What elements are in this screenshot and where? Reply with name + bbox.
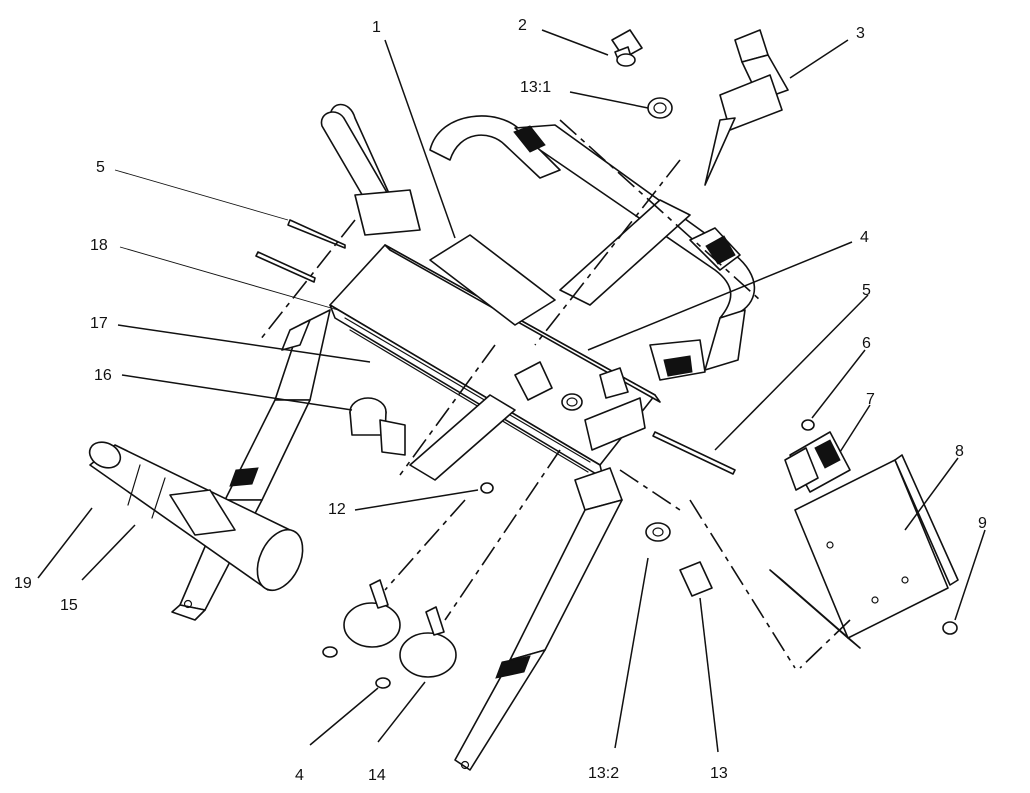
callout-15: 15 <box>60 597 78 614</box>
callout-19: 19 <box>14 575 32 592</box>
callout-2: 2 <box>518 17 527 34</box>
callout-5-left: 5 <box>96 159 105 176</box>
callout-4-lower: 4 <box>295 767 304 784</box>
small-nut <box>480 482 494 494</box>
callout-13-1: 13:1 <box>520 79 551 96</box>
callout-5-right: 5 <box>862 282 871 299</box>
upper-handle-loop <box>320 103 756 381</box>
grip-tube <box>88 441 304 592</box>
module-bracket <box>769 454 959 649</box>
callout-3: 3 <box>856 25 865 42</box>
callout-13: 13 <box>710 765 728 782</box>
callout-12: 12 <box>328 501 346 518</box>
ignition-key <box>611 29 643 67</box>
choke-knob <box>349 397 406 456</box>
callout-13-2: 13:2 <box>588 765 619 782</box>
panel-lever <box>584 367 646 451</box>
callout-7: 7 <box>866 391 875 408</box>
control-panel-plate <box>329 234 661 479</box>
callout-18: 18 <box>90 237 108 254</box>
hose-clamp-b <box>399 606 457 678</box>
callout-labels: 1 2 3 4 4 5 5 6 7 8 9 12 13 13:1 13:2 14… <box>14 17 987 784</box>
callout-6: 6 <box>862 335 871 352</box>
indicator-lamp <box>679 561 713 597</box>
handle-crossbar <box>409 199 691 481</box>
hose-clamp-a <box>343 579 401 648</box>
clamp-screw-a <box>322 646 338 658</box>
hex-nut-upper <box>801 419 815 431</box>
switch-module <box>784 431 851 493</box>
handle-arm-right <box>454 467 623 771</box>
key-ring <box>647 97 673 119</box>
long-bolt <box>255 219 736 475</box>
star-washer <box>645 522 671 542</box>
callout-14: 14 <box>368 767 386 784</box>
hex-nut-lower <box>942 621 958 635</box>
throttle-lever <box>704 29 789 186</box>
callout-9: 9 <box>978 515 987 532</box>
callout-8: 8 <box>955 443 964 460</box>
assembly-guide-lines <box>259 119 851 669</box>
callout-4-upper: 4 <box>860 229 869 246</box>
callout-17: 17 <box>90 315 108 332</box>
leader-lines <box>37 29 986 753</box>
clamp-screw-b <box>375 677 391 689</box>
callout-16: 16 <box>94 367 112 384</box>
callout-1: 1 <box>372 19 381 36</box>
